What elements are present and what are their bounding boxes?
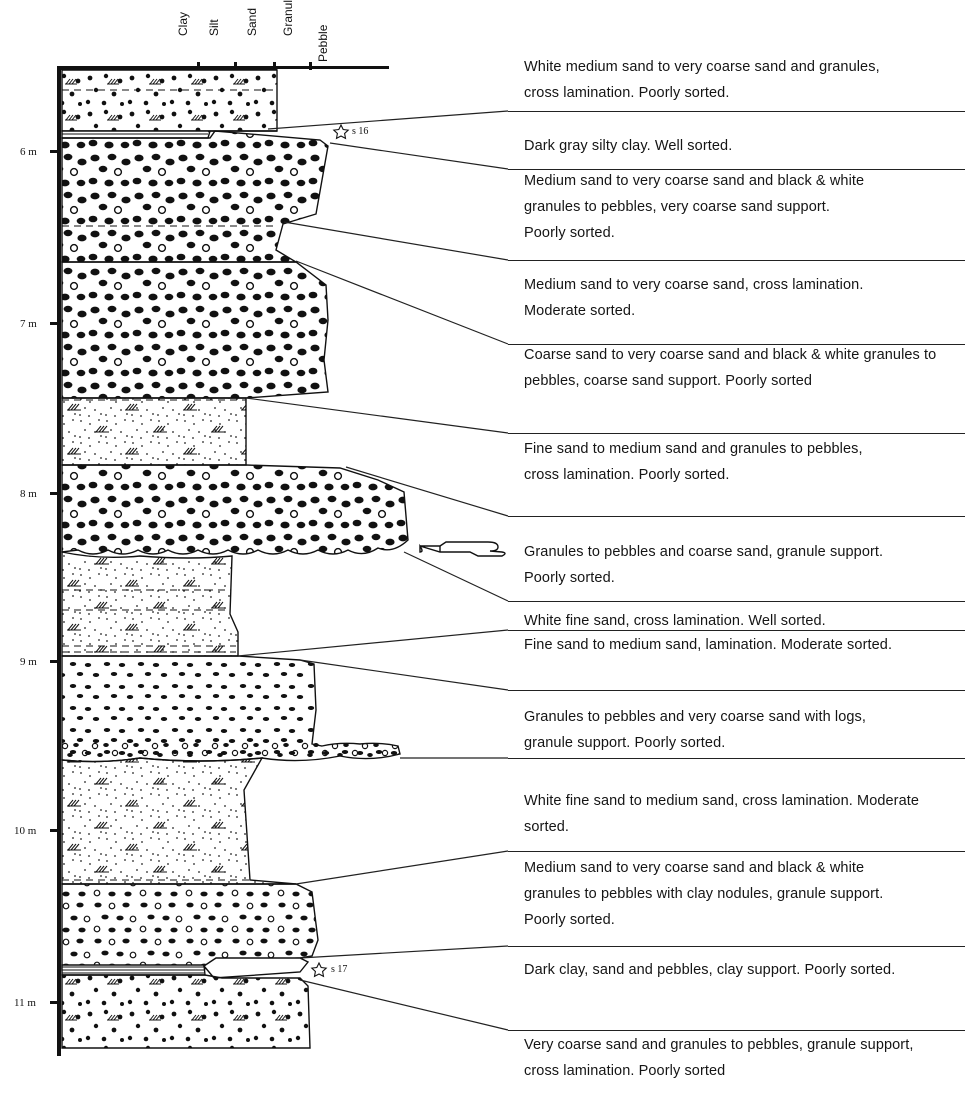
grain-label-clay: Clay [176,12,190,36]
unit-very-coarse-sand-granules [61,974,311,1049]
description-divider [508,260,965,261]
depth-labels: 6 m 7 m 8 m 9 m 10 m 11 m [14,146,37,1009]
depth-label-8m: 8 m [20,488,37,500]
unit-description-4: Medium sand to very coarse sand, cross l… [524,277,864,319]
description-divider [508,111,965,112]
grain-label-sand: Sand [245,8,259,36]
description-divider [508,851,965,852]
unit-description-7: Granules to pebbles and coarse sand, gra… [524,544,884,586]
description-divider [508,601,965,602]
grain-label-granule: Granule [281,0,295,36]
unit-coarse-sand-pebbles [61,261,329,399]
depth-axis [50,66,389,1056]
description-divider [508,169,965,170]
unit-description-14: Very coarse sand and granules to pebbles… [524,1037,914,1079]
description-divider [508,344,965,345]
description-divider [508,946,965,947]
depth-label-7m: 7 m [20,318,37,330]
description-divider [508,516,965,517]
description-divider [508,690,965,691]
depth-label-9m: 9 m [20,656,37,668]
unit-description-10: Granules to pebbles and very coarse sand… [524,709,867,751]
unit-description-13: Dark clay, sand and pebbles, clay suppor… [524,962,896,978]
sample-s17: s 17 [310,961,347,978]
star-sample-icon [310,961,328,978]
unit-description-8: White fine sand, cross lamination. Well … [524,613,826,629]
unit-description-9: Fine sand to medium sand, lamination. Mo… [524,637,893,653]
depth-label-10m: 10 m [14,825,37,837]
unit-clay-lens-s17 [202,957,310,979]
grain-size-scale: Clay Silt Sand Granule Pebble [176,0,330,62]
unit-description-1: White medium sand to very coarse sand an… [524,59,880,101]
description-divider [508,1030,965,1031]
sample-label-s16: s 16 [352,126,368,137]
internal-contacts [62,89,296,881]
unit-description-5: Coarse sand to very coarse sand and blac… [524,347,937,389]
unit-white-sand-granules [61,69,278,132]
unit-description-2: Dark gray silty clay. Well sorted. [524,138,733,154]
unit-sand-granules-pebbles-1 [61,130,329,263]
depth-label-11m: 11 m [14,997,36,1009]
unit-sand-pebbles-clay-nodules [61,883,319,971]
grain-label-pebble: Pebble [316,24,330,62]
grain-label-silt: Silt [207,19,221,36]
unit-description-11: White fine sand to medium sand, cross la… [524,793,920,835]
description-divider [508,433,965,434]
unit-description-3: Medium sand to very coarse sand and blac… [524,173,865,241]
depth-label-6m: 6 m [20,146,37,158]
star-sample-icon [332,123,350,140]
unit-granules-pebbles-coarse-sand [61,464,409,555]
sample-label-s17: s 17 [331,964,347,975]
unit-description-6: Fine sand to medium sand and granules to… [524,441,863,483]
unit-description-12: Medium sand to very coarse sand and blac… [524,860,884,928]
lithology-column [61,69,409,1049]
sample-s16: s 16 [332,123,368,140]
description-divider [508,758,965,759]
description-divider [508,630,965,631]
hand-pointer-icon [419,541,506,557]
leader-lines [237,110,509,1031]
